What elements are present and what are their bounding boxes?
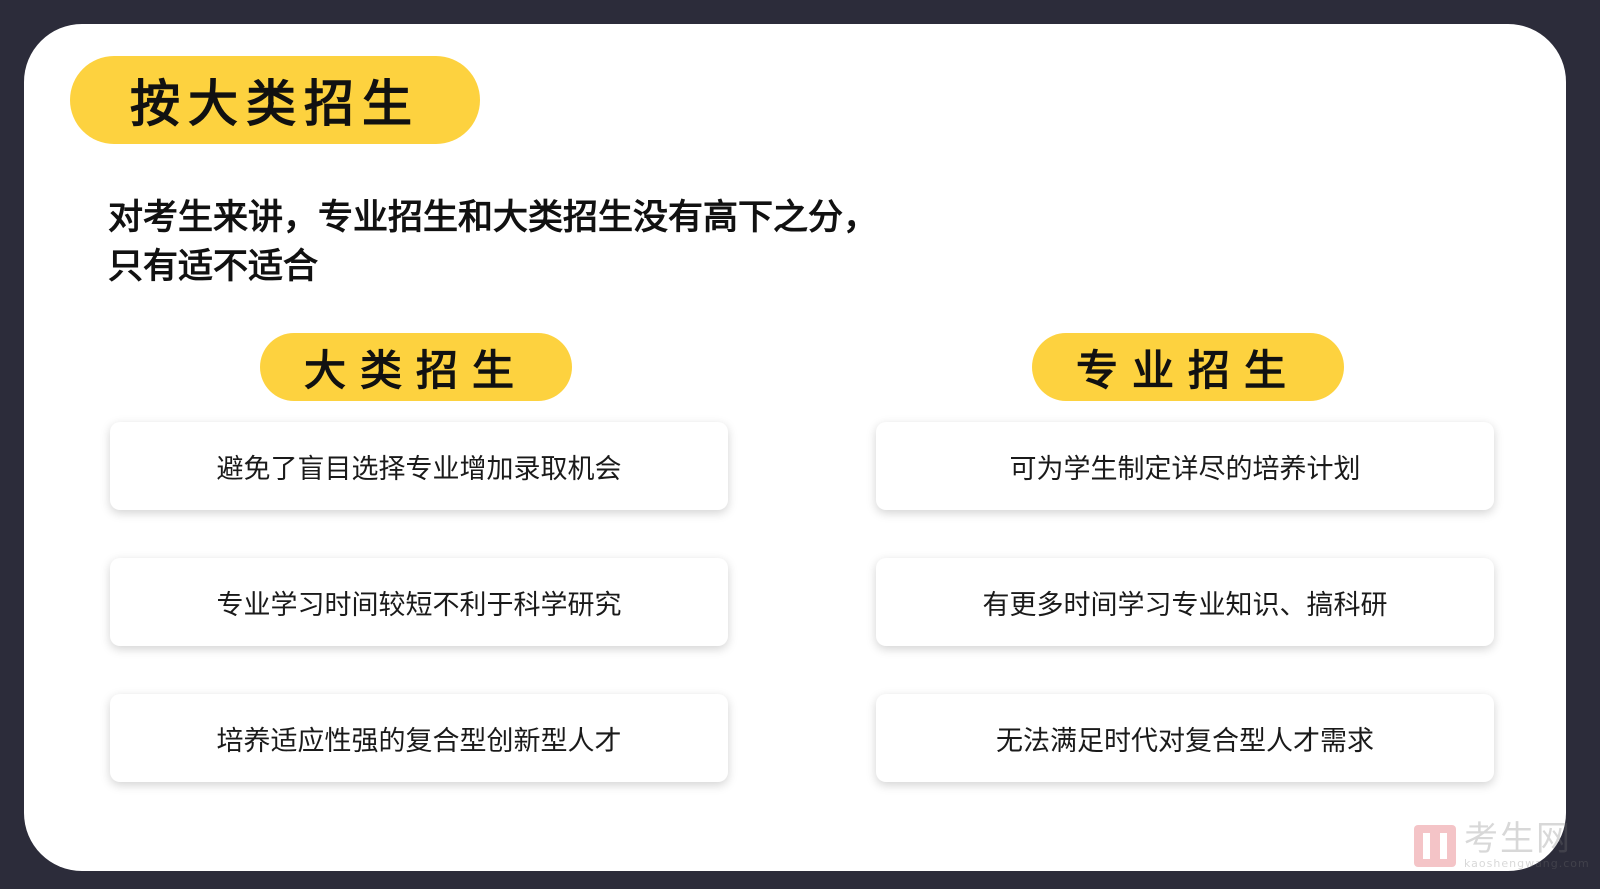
- left-item-2: 专业学习时间较短不利于科学研究: [110, 558, 728, 646]
- right-item-3: 无法满足时代对复合型人才需求: [876, 694, 1494, 782]
- watermark-text-cn: 考生网: [1464, 819, 1572, 859]
- page-title: 按大类招生: [70, 56, 480, 144]
- watermark-text-en: kaoshengwang.com: [1464, 857, 1590, 870]
- slide-card: 按大类招生 对考生来讲，专业招生和大类招生没有高下之分， 只有适不适合 大类招生…: [24, 24, 1589, 871]
- left-item-1: 避免了盲目选择专业增加录取机会: [110, 422, 728, 510]
- watermark-text: 考生网 kaoshengwang.com: [1464, 822, 1590, 869]
- kaoshengwang-logo-icon: [1414, 824, 1456, 867]
- intro-line-2: 只有适不适合: [108, 247, 319, 287]
- right-item-1: 可为学生制定详尽的培养计划: [876, 422, 1494, 510]
- left-column-title: 大类招生: [260, 333, 572, 401]
- watermark: 考生网 kaoshengwang.com: [1414, 822, 1590, 869]
- left-item-3: 培养适应性强的复合型创新型人才: [110, 694, 728, 782]
- intro-line-1: 对考生来讲，专业招生和大类招生没有高下之分，: [108, 198, 879, 238]
- right-column-title: 专业招生: [1032, 333, 1344, 401]
- right-item-2: 有更多时间学习专业知识、搞科研: [876, 558, 1494, 646]
- intro-text: 对考生来讲，专业招生和大类招生没有高下之分， 只有适不适合: [108, 194, 878, 292]
